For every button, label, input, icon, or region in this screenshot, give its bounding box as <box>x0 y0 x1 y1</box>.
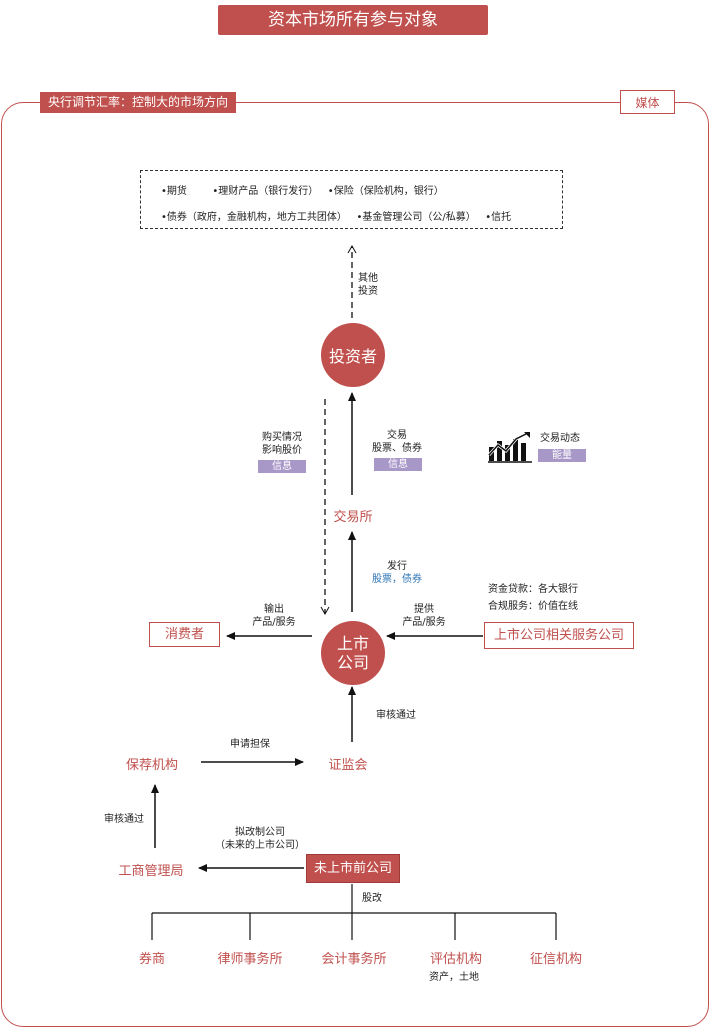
law-firm-node: 律师事务所 <box>217 952 283 967</box>
wealth-product-item: •理财产品（银行发行） <box>212 186 319 197</box>
issue-label: 发行 股票，债券 <box>372 561 422 585</box>
audit-passed-left-label: 审核通过 <box>104 814 144 825</box>
insurance-item: •保险（保险机构，银行） <box>327 186 444 197</box>
page-title: 资本市场所有参与对象 <box>218 5 488 35</box>
listed-company-node: 上市 公司 <box>321 621 385 685</box>
service-company-node: 上市公司相关服务公司 <box>484 622 634 649</box>
info-tag-left: 信息 <box>258 460 306 473</box>
consumer-node: 消费者 <box>149 622 220 647</box>
info-tag-right: 信息 <box>374 458 422 471</box>
other-investments-row2: •债券（政府，金融机构，地方工共团体） •基金管理公司（公/私募） •信托 <box>161 208 511 223</box>
provide-label: 提供 产品/服务 <box>402 604 446 628</box>
market-frame <box>1 102 709 1027</box>
investor-node: 投资者 <box>321 323 385 387</box>
appraisal-node: 评估机构 <box>429 952 482 967</box>
csrc-node: 证监会 <box>328 758 368 773</box>
audit-passed-top-label: 审核通过 <box>376 710 416 721</box>
bonds-item: •债券（政府，金融机构，地方工共团体） <box>161 212 347 223</box>
services-info: 资金贷款：各大银行 合规服务：价值在线 <box>488 584 578 612</box>
other-investments-box: •期货 •理财产品（银行发行） •保险（保险机构，银行） •债券（政府，金融机构… <box>140 170 563 229</box>
restructure-label: 拟改制公司 （未来的上市公司） <box>215 827 305 851</box>
trust-item: •信托 <box>485 212 512 223</box>
futures-item: •期货 <box>161 186 187 197</box>
accounting-firm-node: 会计事务所 <box>321 952 387 967</box>
aic-node: 工商管理局 <box>118 864 184 879</box>
exchange-node: 交易所 <box>333 510 373 525</box>
other-investments-row1: •期货 •理财产品（银行发行） •保险（保险机构，银行） <box>161 182 444 197</box>
apply-guarantee-label: 申请担保 <box>230 739 270 750</box>
energy-tag: 能量 <box>538 449 586 462</box>
buy-influence-label: 购买情况 影响股价 <box>262 432 302 456</box>
sponsor-node: 保荐机构 <box>125 758 178 773</box>
fund-item: •基金管理公司（公/私募） <box>356 212 476 223</box>
share-reform-label: 股改 <box>362 893 382 904</box>
trend-chart-icon <box>487 431 532 463</box>
broker-node: 券商 <box>138 952 165 967</box>
trade-label: 交易 股票、债券 <box>372 430 422 454</box>
central-bank-label: 央行调节汇率：控制大的市场方向 <box>40 92 237 113</box>
pre-listed-company-node: 未上市前公司 <box>306 854 400 883</box>
assets-note: 资产，土地 <box>429 972 479 983</box>
credit-agency-node: 征信机构 <box>529 952 582 967</box>
trade-dynamics-label: 交易动态 <box>540 433 580 444</box>
other-invest-label: 其他 投资 <box>358 273 378 297</box>
output-label: 输出 产品/服务 <box>252 604 296 628</box>
media-label: 媒体 <box>620 90 675 114</box>
